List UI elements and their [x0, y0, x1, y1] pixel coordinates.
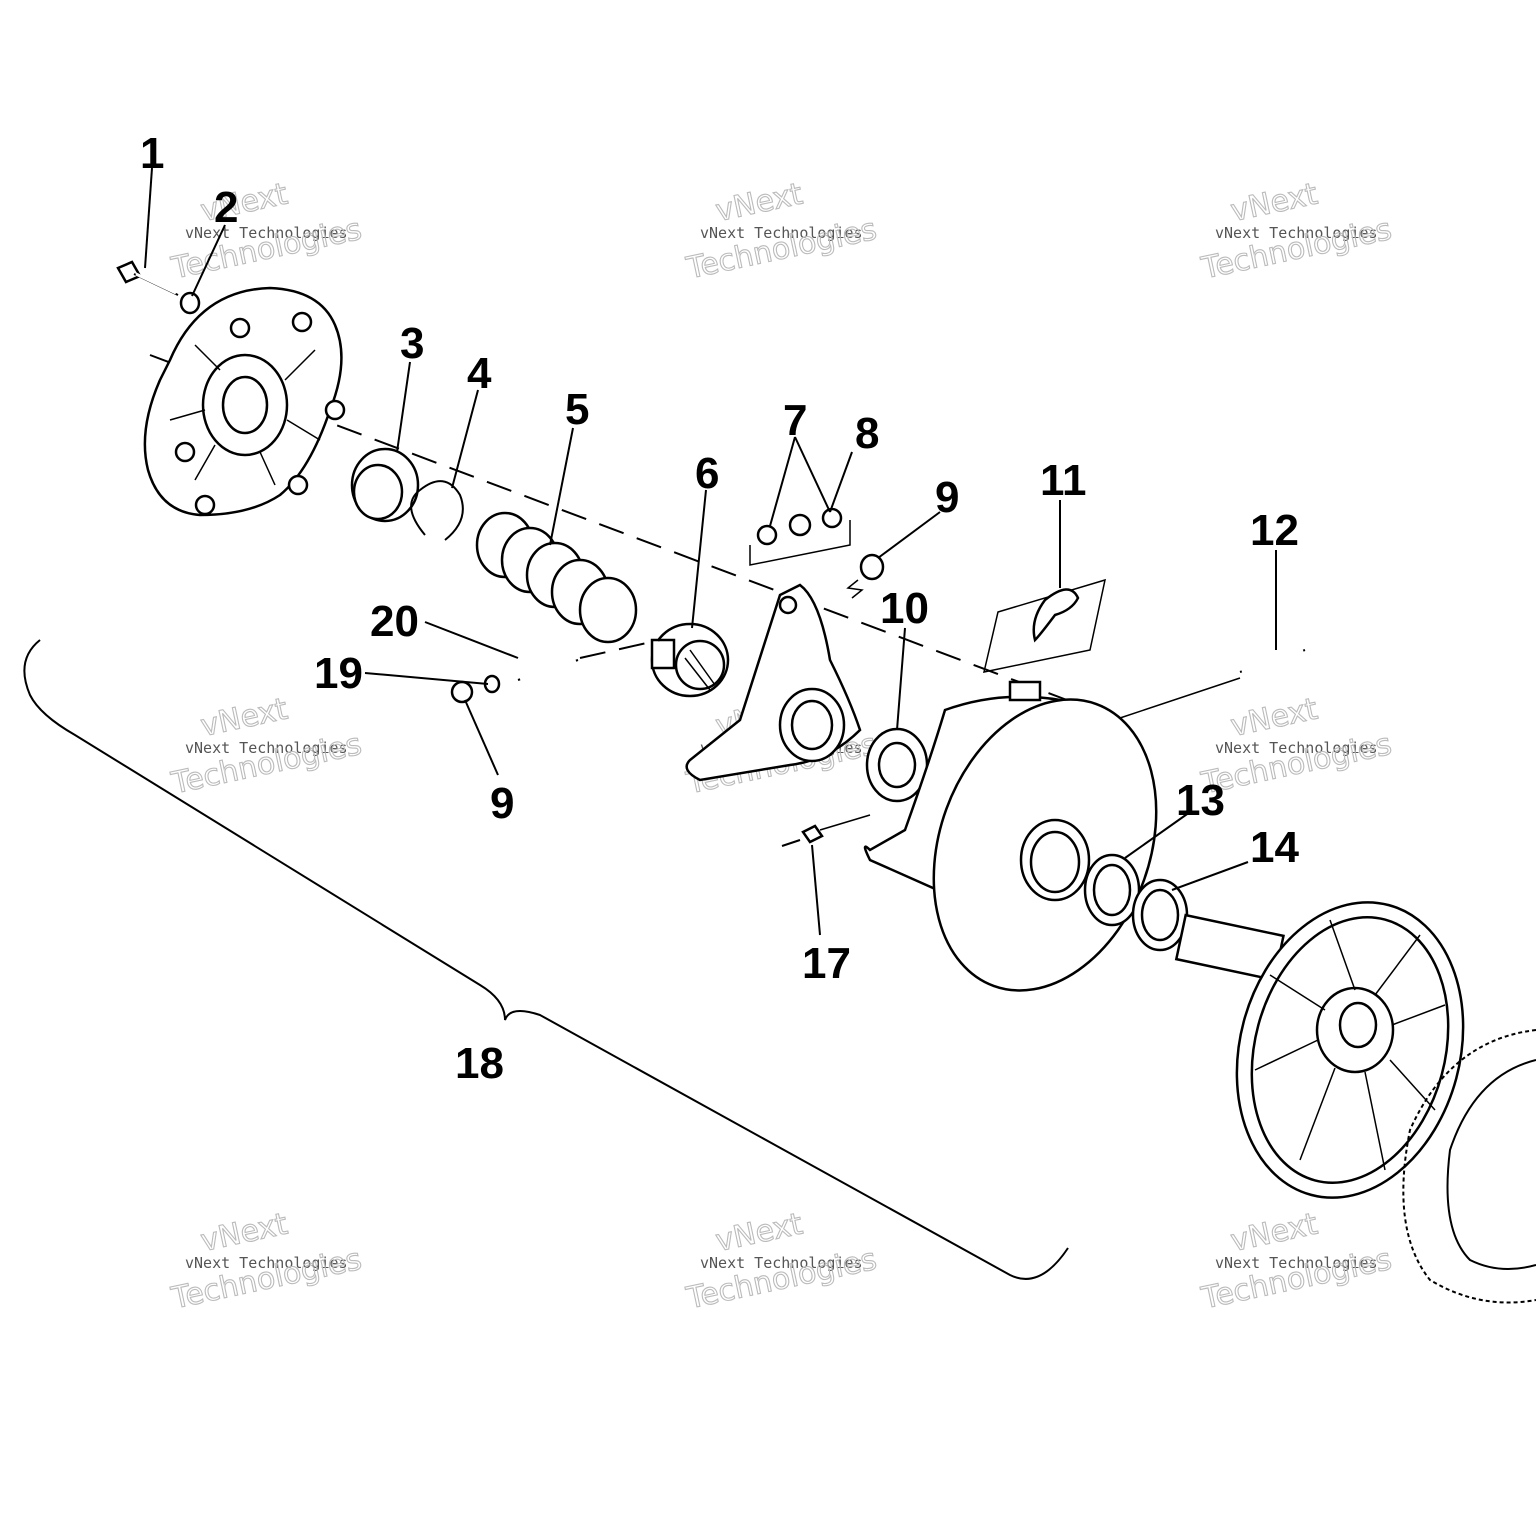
- callout-3: 3: [400, 319, 424, 368]
- callout-19: 19: [314, 649, 363, 698]
- callout-1: 1: [140, 129, 164, 178]
- part-sheave: [863, 680, 1158, 992]
- callout-4: 4: [467, 349, 492, 398]
- watermark-big: vNext: [198, 1207, 291, 1260]
- part-cam: [650, 622, 730, 698]
- watermark-big: vNext: [1228, 177, 1321, 230]
- part-bushing-13: [1083, 853, 1141, 927]
- part-cover-plate: [143, 286, 346, 517]
- part-washer: [179, 291, 201, 315]
- callout-12: 12: [1250, 506, 1299, 555]
- callout-6: 6: [695, 449, 719, 498]
- part-roller-upper: [846, 553, 885, 599]
- watermark-text: vNext Technologies: [700, 224, 863, 242]
- part-bushing: [350, 447, 420, 523]
- watermark-big: vNext: [1228, 692, 1321, 745]
- callout-13: 13: [1176, 776, 1225, 825]
- part-nut: [781, 814, 871, 847]
- part-roller-pin: [517, 639, 661, 682]
- part-pulley-wheel: [1174, 901, 1465, 1199]
- watermark-text: vNext Technologies: [185, 739, 348, 757]
- part-spider-arm: [685, 583, 862, 782]
- inset-rollers: [749, 507, 851, 566]
- callout-20: 20: [370, 597, 419, 646]
- callout-labels: 1 2 3 4 5 6 7 8 9 10 11 12 13 14 17 18 1…: [140, 129, 1299, 1088]
- watermark-big: vNext: [198, 177, 291, 230]
- part-bolt: [116, 260, 179, 296]
- callout-2: 2: [214, 183, 238, 232]
- watermark-text: vNext Technologies: [185, 224, 348, 242]
- part-bushing-14: [1131, 878, 1189, 952]
- watermark-text: vNext Technologies: [185, 1254, 348, 1272]
- watermark-text: vNext Technologies: [1215, 224, 1378, 242]
- part-pin-bolt: [1239, 647, 1306, 675]
- callout-9-upper: 9: [935, 473, 959, 522]
- watermark-big: vNext: [198, 692, 291, 745]
- part-ring-gear: [1402, 1029, 1536, 1304]
- part-washer-large: [865, 727, 929, 803]
- watermark-big: vNext: [713, 1207, 806, 1260]
- callout-7: 7: [783, 396, 807, 445]
- callout-17: 17: [802, 939, 851, 988]
- part-snap-ring: [410, 480, 464, 541]
- callout-14: 14: [1250, 823, 1299, 872]
- leader-lines: [144, 167, 1277, 936]
- watermark-text: vNext Technologies: [700, 1254, 863, 1272]
- callout-9-lower: 9: [490, 779, 514, 828]
- watermark-big: vNext: [1228, 1207, 1321, 1260]
- part-roller-lower: [450, 680, 474, 704]
- watermark-big: vNext: [713, 177, 806, 230]
- part-spring: [475, 511, 638, 644]
- callout-11: 11: [1040, 456, 1087, 505]
- callout-8: 8: [855, 409, 879, 458]
- callout-10: 10: [880, 584, 929, 633]
- watermark-text: vNext Technologies: [1215, 1254, 1378, 1272]
- callout-18: 18: [455, 1039, 504, 1088]
- watermark-text: vNext Technologies: [1215, 739, 1378, 757]
- bolt-axis-line: [1119, 677, 1241, 719]
- assembly-brace: [23, 639, 1069, 1280]
- callout-5: 5: [565, 385, 589, 434]
- inset-bracket: [983, 578, 1106, 673]
